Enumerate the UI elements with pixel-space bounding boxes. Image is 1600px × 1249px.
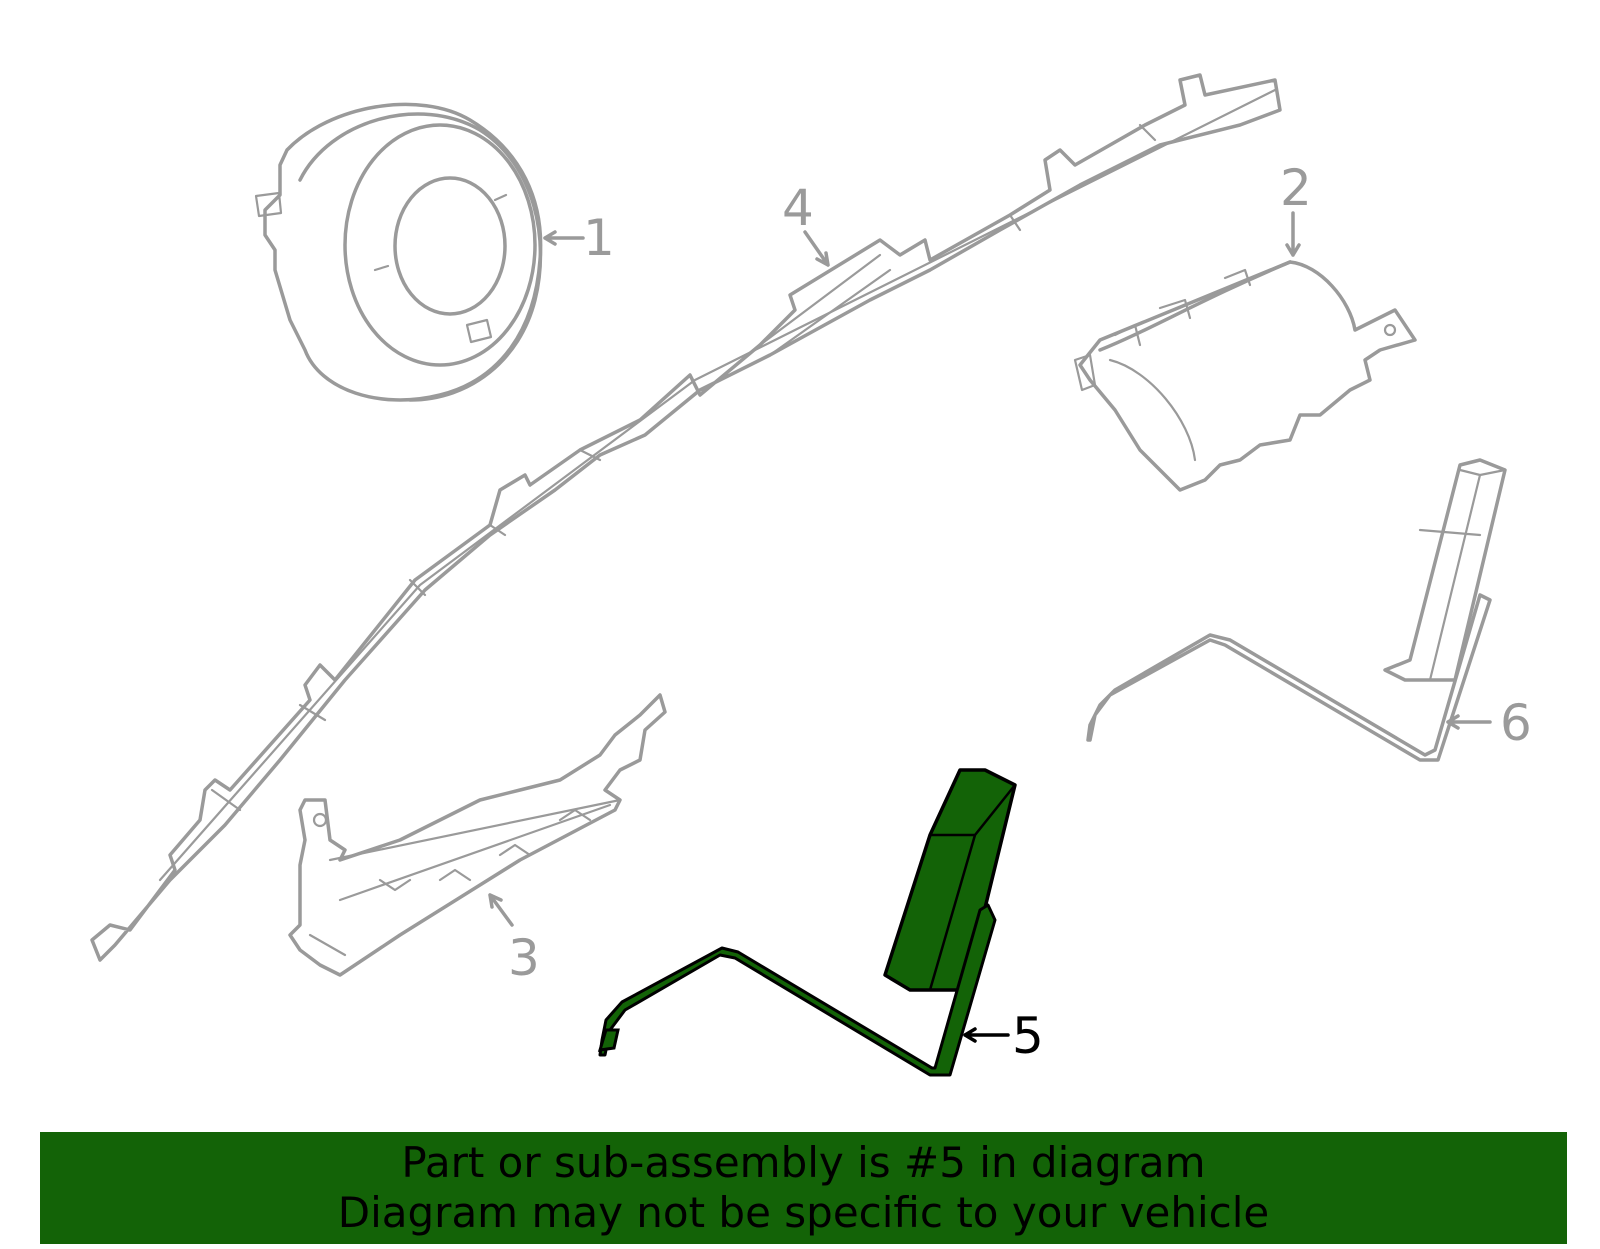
part-2-passenger-airbag-module[interactable] [1073,260,1417,492]
callout-5-number: 5 [1012,1007,1044,1065]
callout-5: 5 [963,1007,1044,1065]
part-3-knee-airbag-bracket[interactable] [288,693,667,977]
banner-line-part-number: Part or sub-assembly is #5 in diagram [401,1138,1206,1187]
callout-2-number: 2 [1280,159,1312,217]
part-5-seat-side-airbag[interactable] [597,768,1017,1077]
info-banner: Part or sub-assembly is #5 in diagram Di… [40,1132,1567,1244]
callout-3-number: 3 [508,929,540,987]
callout-6-number: 6 [1500,694,1532,752]
part-4-curtain-airbag[interactable] [90,73,1282,962]
callout-2: 2 [1280,159,1312,257]
callout-6: 6 [1446,694,1532,752]
callout-1: 1 [543,209,615,267]
callout-4-number: 4 [782,179,814,237]
callout-1-number: 1 [583,209,615,267]
info-banner-background [40,1132,1567,1244]
part-6-seat-side-airbag[interactable] [1086,458,1507,762]
part-1-steering-wheel-airbag[interactable] [254,102,543,402]
callout-4: 4 [782,179,830,267]
banner-line-disclaimer: Diagram may not be specific to your vehi… [337,1188,1270,1237]
callout-3: 3 [488,893,540,987]
